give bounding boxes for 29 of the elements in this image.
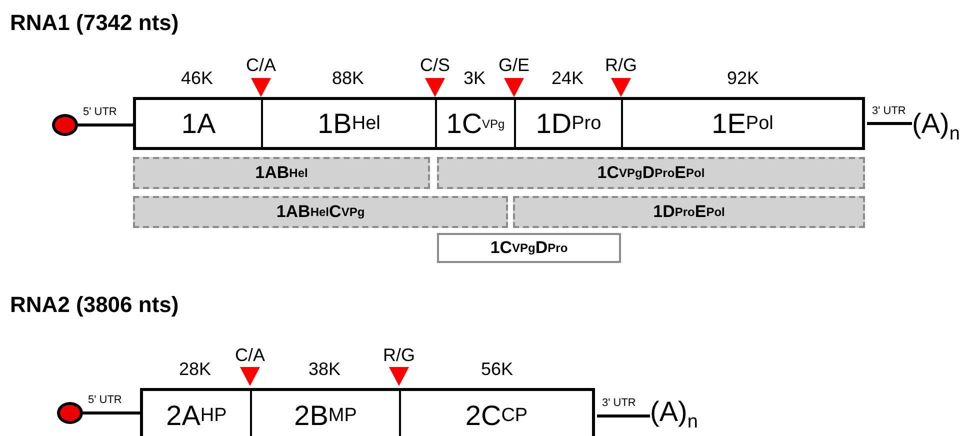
section-heading: RNA2 (3806 nts) <box>10 292 179 318</box>
protein-size-label: 92K <box>726 68 760 89</box>
cleavage-site-label: G/E <box>498 55 530 76</box>
protein-size-label: 38K <box>308 359 341 380</box>
connector-line <box>867 122 912 125</box>
poly-a-tail: (A)$_{n}$ <box>912 108 960 146</box>
connector-line <box>83 412 140 414</box>
protein-size-label: 56K <box>480 359 514 380</box>
connector-line <box>78 124 133 126</box>
connector-line <box>597 414 650 418</box>
cleavage-site-label: R/G <box>605 55 637 76</box>
cap-circle <box>52 114 78 136</box>
edge-label: 3' UTR <box>872 104 906 116</box>
protein-size-label: 88K <box>332 68 364 89</box>
edge-label: 5' UTR <box>83 106 117 118</box>
protein-size-label: 24K <box>551 68 584 89</box>
protein-size-label: 3K <box>463 68 486 89</box>
edge-label: 5' UTR <box>88 394 122 406</box>
protein-segment: 1A <box>133 97 261 150</box>
cleavage-site-label: C/S <box>420 55 450 76</box>
protein-size-label: 46K <box>180 68 214 89</box>
protein-size-label: 28K <box>178 359 212 380</box>
cleavage-site-label: R/G <box>383 345 415 366</box>
edge-label: 3' UTR <box>602 397 636 409</box>
poly-a-tail: (A)$_{n}$ <box>650 396 698 434</box>
cleavage-site-label: C/A <box>235 345 265 366</box>
cap-circle <box>57 402 83 424</box>
cleavage-site-label: C/A <box>246 55 276 76</box>
section-heading: RNA1 (7342 nts) <box>10 10 179 36</box>
